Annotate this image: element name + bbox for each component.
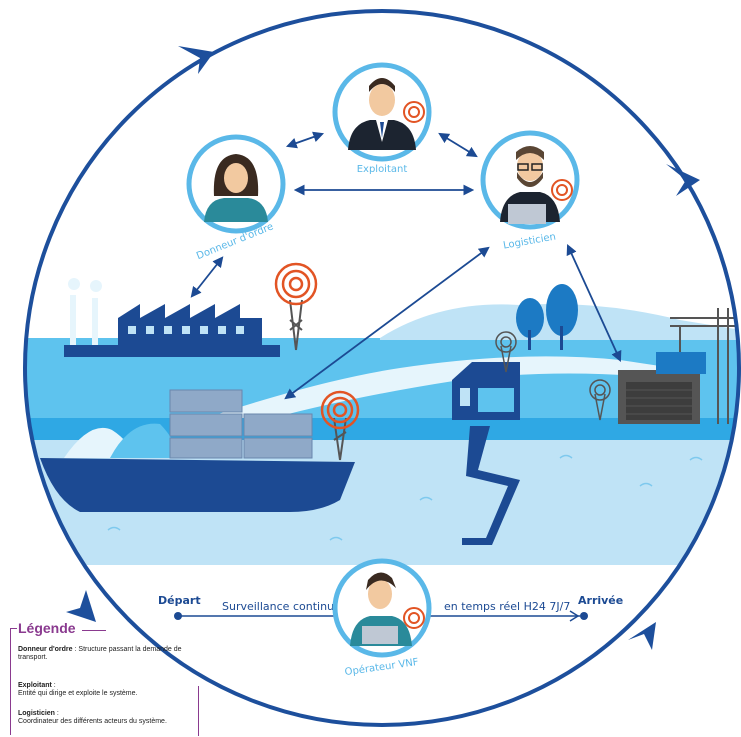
warehouse-icon <box>618 308 739 424</box>
factory-icon <box>64 278 280 357</box>
timeline-right-text: en temps réel H24 7J/7 <box>444 600 570 613</box>
operateur-label: Opérateur VNF <box>344 656 420 678</box>
exploitant-avatar <box>332 62 432 162</box>
cycle-ring <box>23 9 741 727</box>
antenna-icon <box>589 379 611 421</box>
arrivee-label: Arrivée <box>578 594 623 607</box>
legend-entry-donneur: Donneur d'ordre : Structure passant la d… <box>18 646 182 661</box>
antenna-icon <box>274 262 318 351</box>
depart-label: Départ <box>158 594 201 607</box>
tree <box>516 298 544 338</box>
depart-dot <box>174 612 182 620</box>
exploitant-label: Exploitant <box>357 164 408 175</box>
donneur-avatar <box>186 134 286 234</box>
antenna-icon <box>495 331 517 373</box>
crane-icon <box>670 308 739 424</box>
arrivee-dot <box>580 612 588 620</box>
legend-entry-exploitant: Exploitant :Entité qui dirige et exploit… <box>18 682 138 697</box>
legend: Légende Donneur d'ordre : Structure pass… <box>6 620 221 737</box>
legend-entry-logisticien: Logisticien :Coordinateur des différents… <box>18 710 167 725</box>
relationship-arrows <box>190 131 622 400</box>
logisticien-avatar <box>480 130 580 230</box>
legend-bracket <box>10 628 17 735</box>
logisticien-label: Logisticien <box>502 231 556 251</box>
legend-divider <box>82 630 106 631</box>
scenery <box>25 278 739 565</box>
ripples <box>107 454 703 541</box>
barge-icon <box>40 389 355 512</box>
timeline-left-text: Surveillance continue <box>222 600 341 613</box>
cycle-arrow-icon <box>66 46 700 650</box>
operateur-avatar <box>332 558 432 658</box>
legend-divider <box>198 686 199 736</box>
legend-title: Légende <box>18 620 76 636</box>
